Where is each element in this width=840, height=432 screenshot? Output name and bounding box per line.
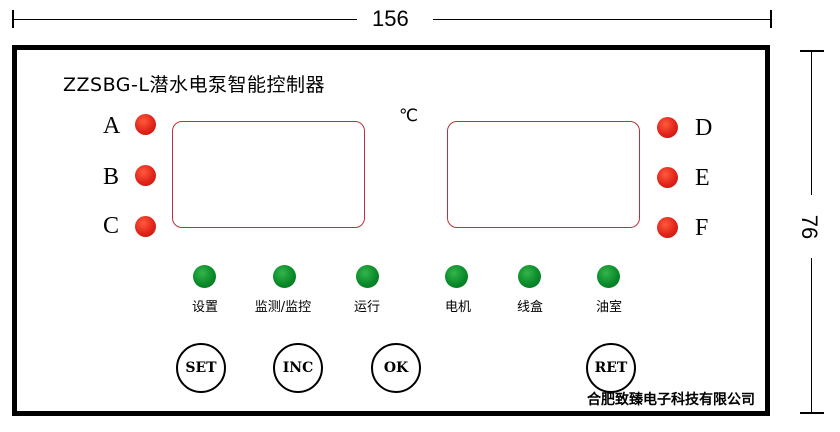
indicator-label-b: B (103, 164, 120, 190)
inc-button[interactable]: INC (273, 343, 323, 393)
status-led-monitor (273, 265, 296, 288)
indicator-label-e: E (695, 165, 710, 191)
height-dim-tick-bottom (800, 412, 824, 414)
status-led-setting (193, 265, 216, 288)
status-label-oil-chamber: 油室 (595, 300, 623, 315)
status-led-running (356, 265, 379, 288)
width-dim-tick-right (770, 10, 772, 28)
height-dim-tick-top (800, 50, 824, 52)
indicator-a-led (135, 114, 156, 135)
ret-button[interactable]: RET (586, 343, 636, 393)
right-display (447, 121, 640, 228)
height-dim-label: 76 (797, 214, 823, 240)
company-name: 合肥致臻电子科技有限公司 (587, 392, 755, 408)
set-button[interactable]: SET (176, 343, 226, 393)
indicator-d-led (657, 117, 678, 138)
status-label-setting: 设置 (191, 300, 219, 315)
indicator-c-led (135, 216, 156, 237)
indicator-f-led (657, 217, 678, 238)
width-dim-line-left (12, 19, 357, 20)
width-dim-label: 156 (372, 6, 409, 31)
indicator-e-led (657, 167, 678, 188)
panel-title: ZZSBG-L潜水电泵智能控制器 (63, 74, 325, 96)
indicator-b-led (135, 165, 156, 186)
status-label-running: 运行 (353, 300, 381, 315)
celsius-unit-label: ℃ (399, 106, 419, 126)
controller-panel: ZZSBG-L潜水电泵智能控制器 ℃ A B C D E F 设置 监测/监控 … (12, 45, 770, 416)
status-label-monitor: 监测/监控 (254, 300, 312, 315)
height-dim-line-bottom (811, 258, 812, 413)
ok-button[interactable]: OK (371, 343, 421, 393)
status-led-motor (445, 265, 468, 288)
status-label-motor: 电机 (444, 300, 472, 315)
status-led-oil-chamber (597, 265, 620, 288)
indicator-label-d: D (695, 115, 713, 141)
indicator-label-c: C (103, 213, 120, 239)
indicator-label-f: F (695, 215, 709, 241)
height-dim-line-top (811, 50, 812, 195)
status-label-junction-box: 线盒 (516, 300, 544, 315)
status-led-junction-box (518, 265, 541, 288)
left-display (172, 121, 365, 228)
indicator-label-a: A (103, 113, 121, 139)
width-dim-line-right (433, 19, 771, 20)
